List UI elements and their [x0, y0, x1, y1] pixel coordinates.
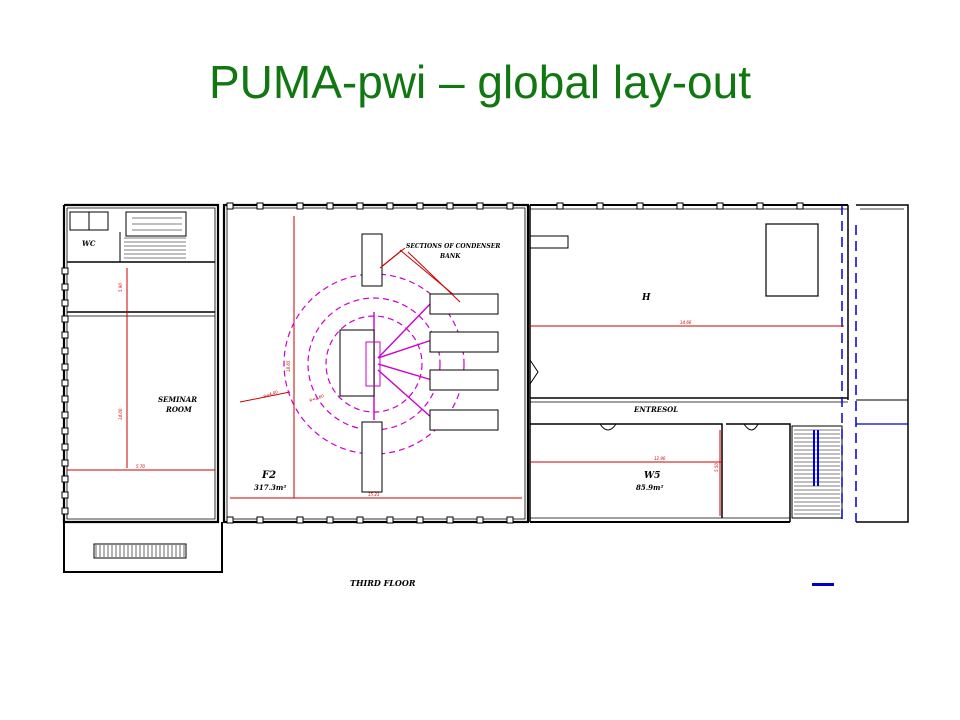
pillar: [476, 202, 484, 210]
wc-label: WC: [82, 239, 96, 248]
window-mark: [61, 491, 69, 499]
building-walls: [62, 203, 909, 573]
window-mark: [61, 427, 69, 435]
f2-area-label: 317.3m²: [254, 483, 286, 492]
wall-pillars: [226, 202, 804, 524]
window-mark: [61, 443, 69, 451]
window-mark: [61, 331, 69, 339]
dimension-lines: [67, 216, 844, 516]
window-mark: [61, 411, 69, 419]
pillar: [326, 516, 334, 524]
svg-text:15.23: 15.23: [368, 492, 380, 497]
f2-name-label: F2: [261, 470, 276, 481]
pillar: [446, 516, 454, 524]
window-mark: [61, 507, 69, 515]
slide-title: PUMA-pwi – global lay-out: [208, 56, 751, 108]
pillar: [796, 202, 804, 210]
pillar: [356, 516, 364, 524]
window-mark: [61, 267, 69, 275]
svg-text:5.90: 5.90: [118, 283, 123, 292]
pillar: [716, 202, 724, 210]
pillar: [226, 516, 234, 524]
window-mark: [61, 363, 69, 371]
glass-partition: [813, 205, 908, 522]
w5-name-label: W5: [644, 471, 660, 481]
window-mark: [61, 315, 69, 323]
left-wall-windows: [61, 267, 69, 515]
pillar: [296, 202, 304, 210]
window-mark: [61, 395, 69, 403]
pillar: [756, 202, 764, 210]
dimension-labels: 5.90 14.00 5.70 18.65 15.23 14.66 12.90 …: [118, 283, 719, 497]
seminar-room-label-line1: SEMINAR: [158, 395, 197, 404]
stairs-bottom-left: [95, 545, 185, 557]
svg-text:14.00: 14.00: [118, 408, 123, 420]
pillar: [326, 202, 334, 210]
svg-text:14.66: 14.66: [680, 320, 692, 325]
svg-text:5.70: 5.70: [136, 464, 145, 469]
pillar: [356, 202, 364, 210]
pillar: [386, 202, 394, 210]
window-mark: [61, 299, 69, 307]
pillar: [676, 202, 684, 210]
condenser-rays: [365, 301, 433, 420]
window-mark: [61, 347, 69, 355]
pillar: [596, 202, 604, 210]
svg-text:12.90: 12.90: [654, 456, 666, 461]
condenser-label-line1: SECTIONS OF CONDENSER: [406, 243, 500, 250]
pillar: [506, 202, 514, 210]
entresol-label: ENTRESOL: [633, 405, 678, 414]
window-mark: [61, 379, 69, 387]
window-mark: [61, 283, 69, 291]
pillar: [416, 202, 424, 210]
condenser-sections: [339, 233, 499, 493]
seminar-room-label-line2: ROOM: [165, 405, 192, 414]
svg-text:5.50: 5.50: [714, 463, 719, 472]
condenser-label-line2: BANK: [439, 253, 461, 260]
window-mark: [61, 475, 69, 483]
pillar: [556, 202, 564, 210]
pillar: [226, 202, 234, 210]
stairs-top-left: [124, 237, 186, 259]
pillar: [256, 516, 264, 524]
pillar: [416, 516, 424, 524]
svg-text:18.65: 18.65: [286, 360, 291, 372]
pillar: [256, 202, 264, 210]
plan-labels: WC SEMINAR ROOM F2 317.3m² SECTIONS OF C…: [82, 239, 678, 588]
hall-h-label: H: [641, 293, 651, 303]
pillar: [476, 516, 484, 524]
third-floor-label: THIRD FLOOR: [350, 578, 416, 588]
pillar: [386, 516, 394, 524]
condenser-leaders: [379, 249, 461, 303]
window-mark: [61, 459, 69, 467]
w5-area-label: 85.9m²: [636, 483, 664, 492]
drawing-stamp: [812, 583, 834, 586]
pillar: [636, 202, 644, 210]
svg-text:R=4.00: R=4.00: [263, 389, 279, 399]
pillar: [446, 202, 454, 210]
pillar: [296, 516, 304, 524]
pillar: [506, 516, 514, 524]
